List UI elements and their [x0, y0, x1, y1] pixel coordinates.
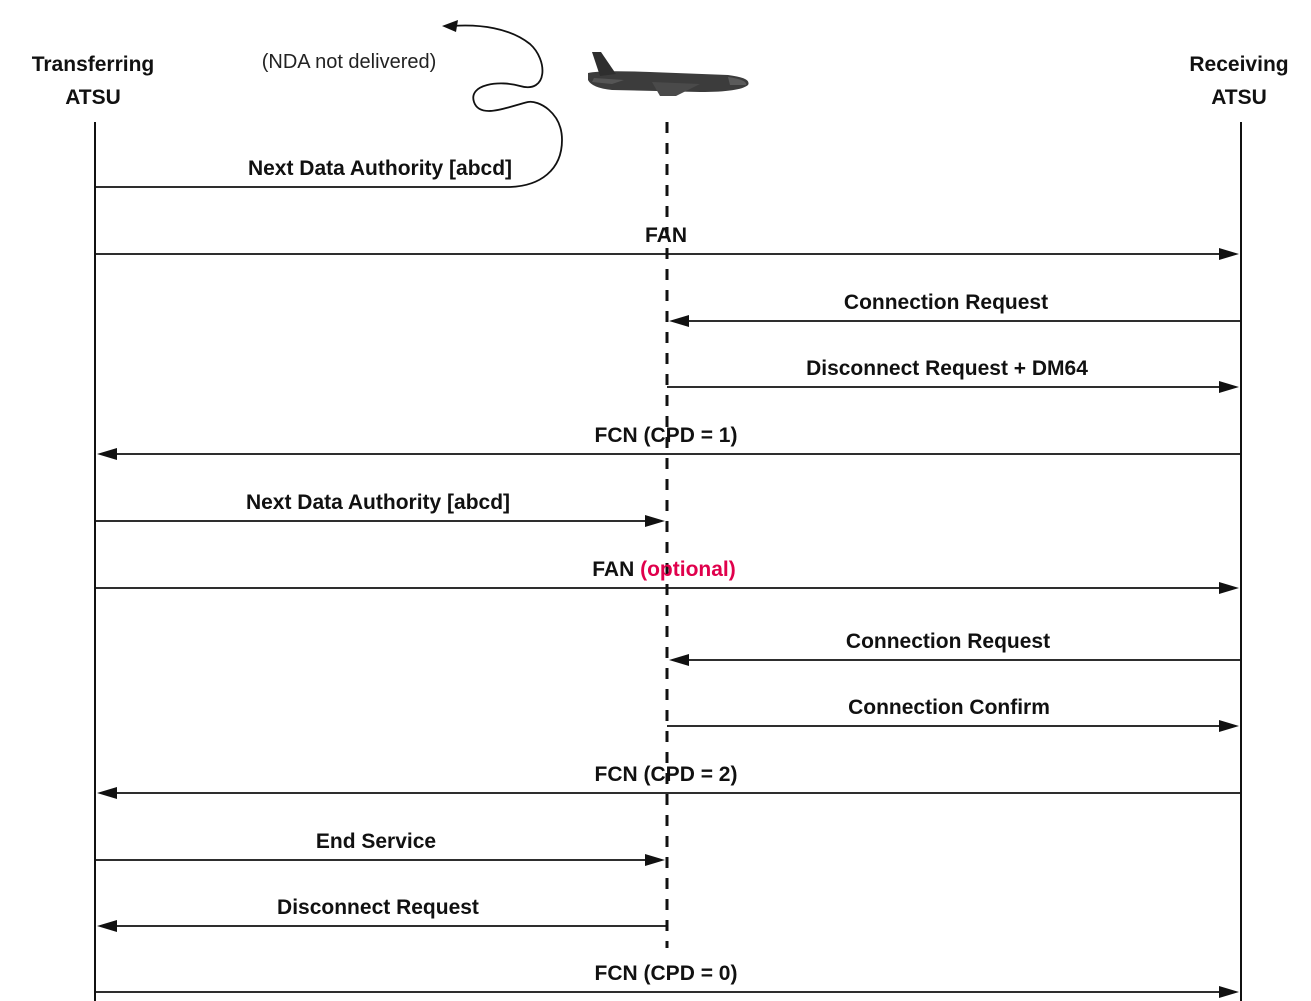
nda-not-delivered-note: (NDA not delivered) [262, 51, 437, 73]
transferring-atsu-subtitle: ATSU [65, 86, 121, 109]
lost-message-path [95, 20, 563, 188]
message-label-fcn-cpd-1: FCN (CPD = 1) [595, 424, 738, 447]
message-arrowhead [1219, 248, 1239, 260]
message-label-connection-request-2: Connection Request [846, 630, 1050, 653]
message-label-connection-confirm: Connection Confirm [848, 696, 1050, 719]
message-arrowhead [1219, 381, 1239, 393]
message-arrowhead [1219, 582, 1239, 594]
message-label-fan: FAN [645, 224, 687, 247]
message-label-end-service: End Service [316, 830, 436, 853]
message-arrowhead [97, 787, 117, 799]
message-arrowhead [1219, 986, 1239, 998]
message-label-fcn-cpd-2: FCN (CPD = 2) [595, 763, 738, 786]
message-arrowhead [97, 448, 117, 460]
message-label-next-data-authority-lost: Next Data Authority [abcd] [248, 157, 512, 180]
message-label-disconnect-request-dm64: Disconnect Request + DM64 [806, 357, 1088, 380]
message-arrowhead [669, 315, 689, 327]
receiving-atsu-title: Receiving [1189, 53, 1288, 76]
message-label-fcn-cpd-0: FCN (CPD = 0) [595, 962, 738, 985]
message-label-next-data-authority: Next Data Authority [abcd] [246, 491, 510, 514]
message-arrowhead [645, 515, 665, 527]
message-label-fan-optional: FAN (optional) [592, 558, 735, 581]
receiving-atsu-subtitle: ATSU [1211, 86, 1267, 109]
message-arrowhead [669, 654, 689, 666]
message-label-connection-request-1: Connection Request [844, 291, 1048, 314]
message-arrowhead [1219, 720, 1239, 732]
transferring-atsu-title: Transferring [32, 53, 155, 76]
airplane-icon [588, 52, 749, 96]
messages-group: Next Data Authority [abcd] FAN Connectio… [246, 157, 1088, 985]
message-label-disconnect-request: Disconnect Request [277, 896, 479, 919]
message-arrowhead [645, 854, 665, 866]
message-arrowhead [97, 920, 117, 932]
message-arrows [95, 248, 1241, 998]
